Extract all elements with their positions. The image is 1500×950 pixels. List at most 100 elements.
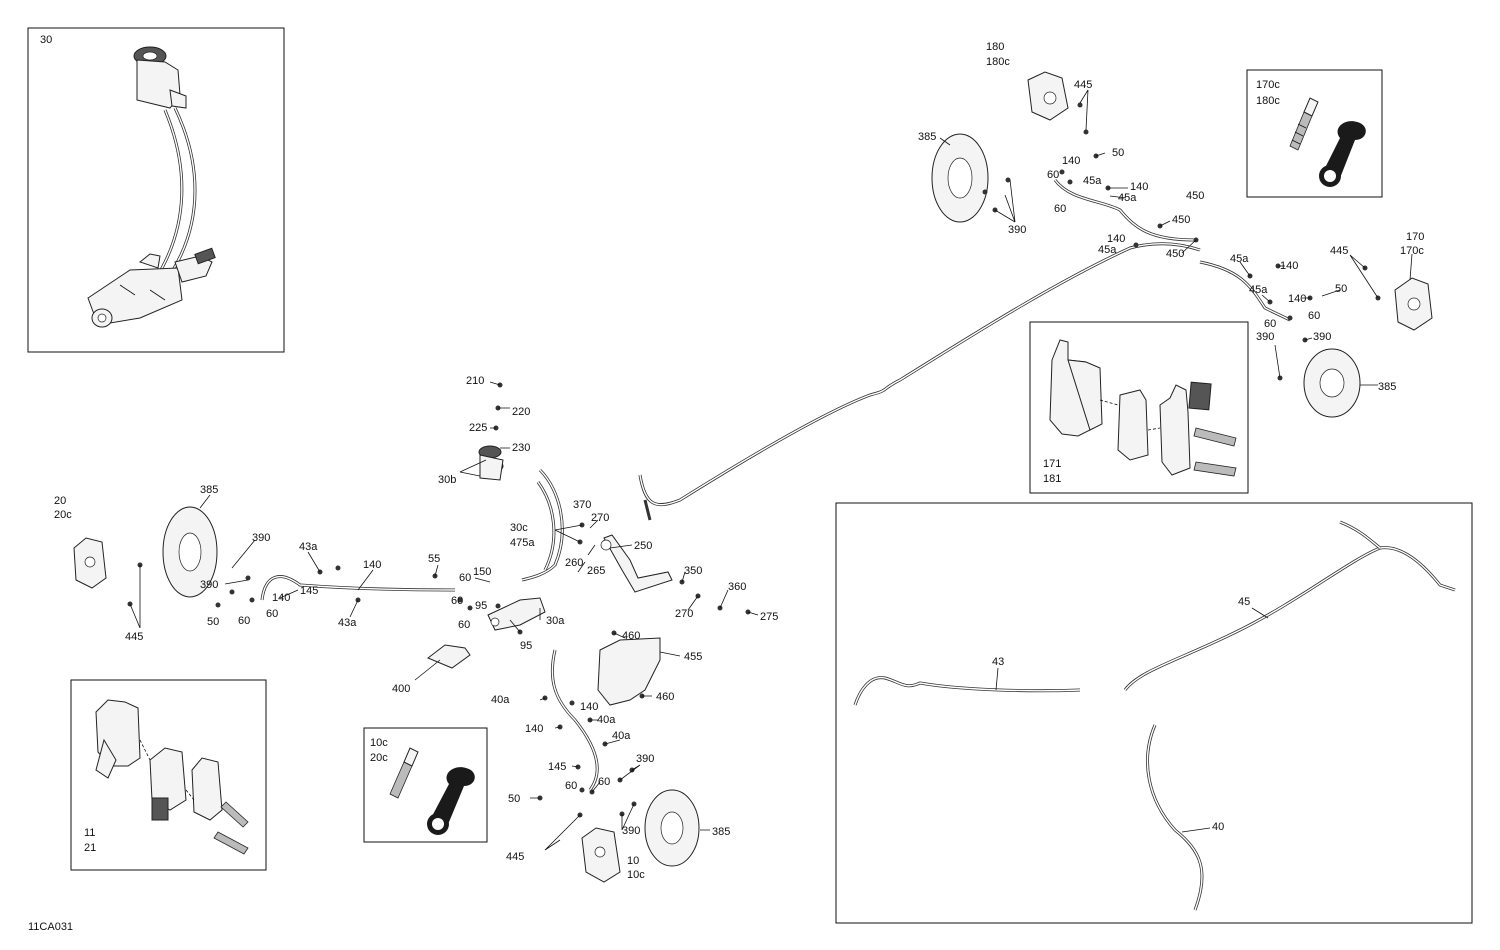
callout: 40a [597, 714, 616, 726]
callout: 360 [728, 581, 746, 593]
callout: 60 [1054, 203, 1066, 215]
line-label-40: 40 [1212, 821, 1224, 833]
callout: 50 [1112, 147, 1124, 159]
brake-disc-rear-left [1303, 348, 1361, 418]
callout: 450 [1186, 190, 1204, 202]
brake-disc-front-right [644, 789, 700, 867]
callout: 60 [451, 595, 463, 607]
callout: 450 [1166, 248, 1184, 260]
callout-labels: 180 180c 445 385 140 50 60 45a 140 45a 6… [54, 41, 1424, 881]
bleeder-cap-icon [427, 767, 475, 835]
callout: 140 [1288, 293, 1306, 305]
brake-pedal [600, 534, 673, 593]
callout: 260 [565, 557, 583, 569]
caliper-front-left [73, 537, 107, 589]
callout: 385 [200, 484, 218, 496]
callout: 390 [1008, 224, 1026, 236]
callout: 10 [627, 855, 639, 867]
bleeder-screw-icon [389, 747, 419, 799]
callout: 230 [512, 442, 530, 454]
inset-label-11: 11 [84, 827, 95, 839]
bleeder-screw-icon [1289, 97, 1319, 151]
callout: 270 [675, 608, 693, 620]
callout: 265 [587, 565, 605, 577]
callout: 270 [591, 512, 609, 524]
callout: 150 [473, 566, 491, 578]
callout: 180 [986, 41, 1004, 53]
callout: 95 [520, 640, 532, 652]
callout: 385 [712, 826, 730, 838]
callout: 390 [636, 753, 654, 765]
callout: 45a [1098, 244, 1117, 256]
callout: 210 [466, 375, 484, 387]
callout: 60 [1047, 169, 1059, 181]
callout: 390 [622, 825, 640, 837]
inset-label-30: 30 [40, 34, 52, 46]
callout: 95 [475, 600, 487, 612]
callout: 180c [986, 56, 1010, 68]
callout: 475a [510, 537, 535, 549]
callout: 140 [1130, 181, 1148, 193]
callout: 445 [506, 851, 524, 863]
hardware-fasteners [127, 102, 1381, 818]
brake-disc-front-left [162, 506, 218, 598]
inset-label-180c: 180c [1256, 95, 1280, 107]
callout: 50 [207, 616, 219, 628]
front-brake-lines [260, 468, 599, 791]
inset-label-10c: 10c [370, 737, 388, 749]
callout: 385 [918, 131, 936, 143]
callout: 455 [684, 651, 702, 663]
master-cylinder [487, 597, 546, 631]
master-cylinder-inset: 30 [27, 27, 285, 353]
callout: 145 [300, 585, 318, 597]
callout: 45a [1118, 192, 1137, 204]
callout: 50 [1335, 283, 1347, 295]
front-pads-inset: 11 21 [70, 679, 267, 871]
callout: 60 [565, 780, 577, 792]
callout: 60 [238, 615, 250, 627]
callout: 40a [612, 730, 631, 742]
callout: 390 [1313, 331, 1331, 343]
callout: 450 [1172, 214, 1190, 226]
caliper-rear-right [1027, 71, 1069, 121]
callout: 140 [1107, 233, 1125, 245]
inset-label-181: 181 [1043, 473, 1061, 485]
callout: 60 [598, 776, 610, 788]
callout: 30c [510, 522, 528, 534]
callout: 145 [548, 761, 566, 773]
callout: 140 [1280, 260, 1298, 272]
callout: 390 [252, 532, 270, 544]
callout: 250 [634, 540, 652, 552]
callout: 140 [272, 592, 290, 604]
callout: 45a [1083, 175, 1102, 187]
callout: 20c [54, 509, 72, 521]
callout: 43a [338, 617, 357, 629]
callout: 140 [525, 723, 543, 735]
callout: 140 [580, 701, 598, 713]
callout: 30b [438, 474, 456, 486]
callout: 385 [1378, 381, 1396, 393]
callout: 350 [684, 565, 702, 577]
diagram-code: 11CA031 [28, 921, 73, 933]
callout: 445 [1330, 245, 1348, 257]
callout: 43a [299, 541, 318, 553]
callout: 60 [1308, 310, 1320, 322]
callout: 60 [1264, 318, 1276, 330]
callout: 370 [573, 499, 591, 511]
rear-bleeder-inset: 170c 180c [1246, 69, 1383, 198]
callout: 60 [266, 608, 278, 620]
callout: 220 [512, 406, 530, 418]
callout: 10c [627, 869, 645, 881]
rear-brake-line [638, 179, 1291, 521]
caliper-rear-left [1394, 277, 1433, 331]
callout: 170 [1406, 231, 1424, 243]
line-label-43: 43 [992, 656, 1004, 668]
callout: 55 [428, 553, 440, 565]
callout: 60 [458, 619, 470, 631]
callout: 390 [1256, 331, 1274, 343]
inset-label-20c: 20c [370, 752, 388, 764]
inset-label-171: 171 [1043, 458, 1061, 470]
caliper-front-right [581, 827, 621, 883]
reservoir-assembly [478, 445, 504, 481]
